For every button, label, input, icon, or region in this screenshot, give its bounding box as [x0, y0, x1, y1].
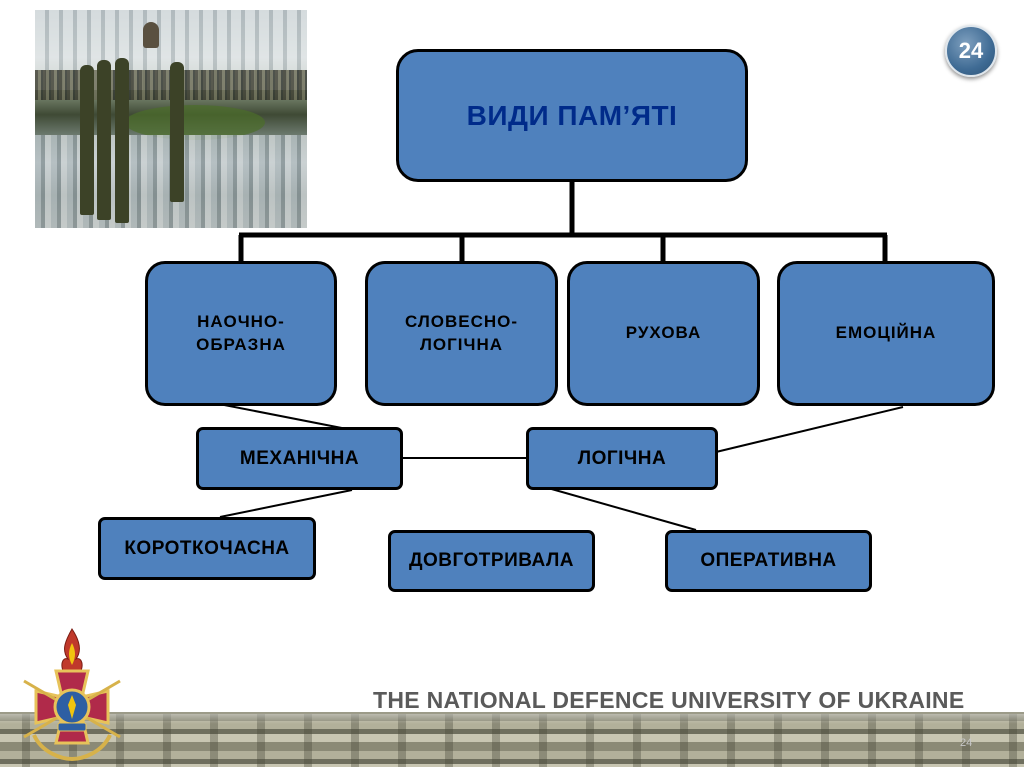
box-label: ОПЕРАТИВНА [700, 550, 837, 572]
box-mechanical: МЕХАНІЧНА [196, 427, 403, 490]
box-label: МЕХАНІЧНА [239, 447, 360, 469]
box-label: ДОВГОТРИВАЛА [408, 550, 575, 572]
footer-divider [0, 712, 1024, 714]
type-box-verbal: СЛОВЕСНО- ЛОГІЧНА [365, 261, 558, 406]
box-logical: ЛОГІЧНА [526, 427, 718, 490]
type-box-emotional: ЕМОЦІЙНА [777, 261, 995, 406]
honor-guard-photo [35, 10, 307, 228]
box-label: КОРОТКОЧАСНА [124, 537, 290, 559]
type-label-line2: ЛОГІЧНА [419, 334, 503, 354]
small-page-number: 24 [960, 737, 973, 749]
type-label-line1: НАОЧНО- [197, 311, 285, 331]
box-label: ЛОГІЧНА [577, 447, 667, 469]
diagram-title-box: ВИДИ ПАМ’ЯТІ [396, 49, 748, 182]
footer-university-name: THE NATIONAL DEFENCE UNIVERSITY OF UKRAI… [373, 687, 965, 713]
type-label-line1: ЕМОЦІЙНА [835, 323, 937, 343]
type-label-line1: СЛОВЕСНО- [404, 311, 519, 331]
box-long-term: ДОВГОТРИВАЛА [388, 530, 595, 592]
diagram-title: ВИДИ ПАМ’ЯТІ [466, 99, 678, 131]
university-cross-emblem [23, 628, 121, 762]
type-box-motor: РУХОВА [567, 261, 760, 406]
box-short-term: КОРОТКОЧАСНА [98, 517, 316, 580]
type-label-line2: ОБРАЗНА [196, 334, 286, 354]
type-label-line1: РУХОВА [625, 323, 702, 343]
page-number-badge: 24 [945, 25, 997, 77]
box-operative: ОПЕРАТИВНА [665, 530, 872, 592]
type-box-visual: НАОЧНО- ОБРАЗНА [145, 261, 337, 406]
